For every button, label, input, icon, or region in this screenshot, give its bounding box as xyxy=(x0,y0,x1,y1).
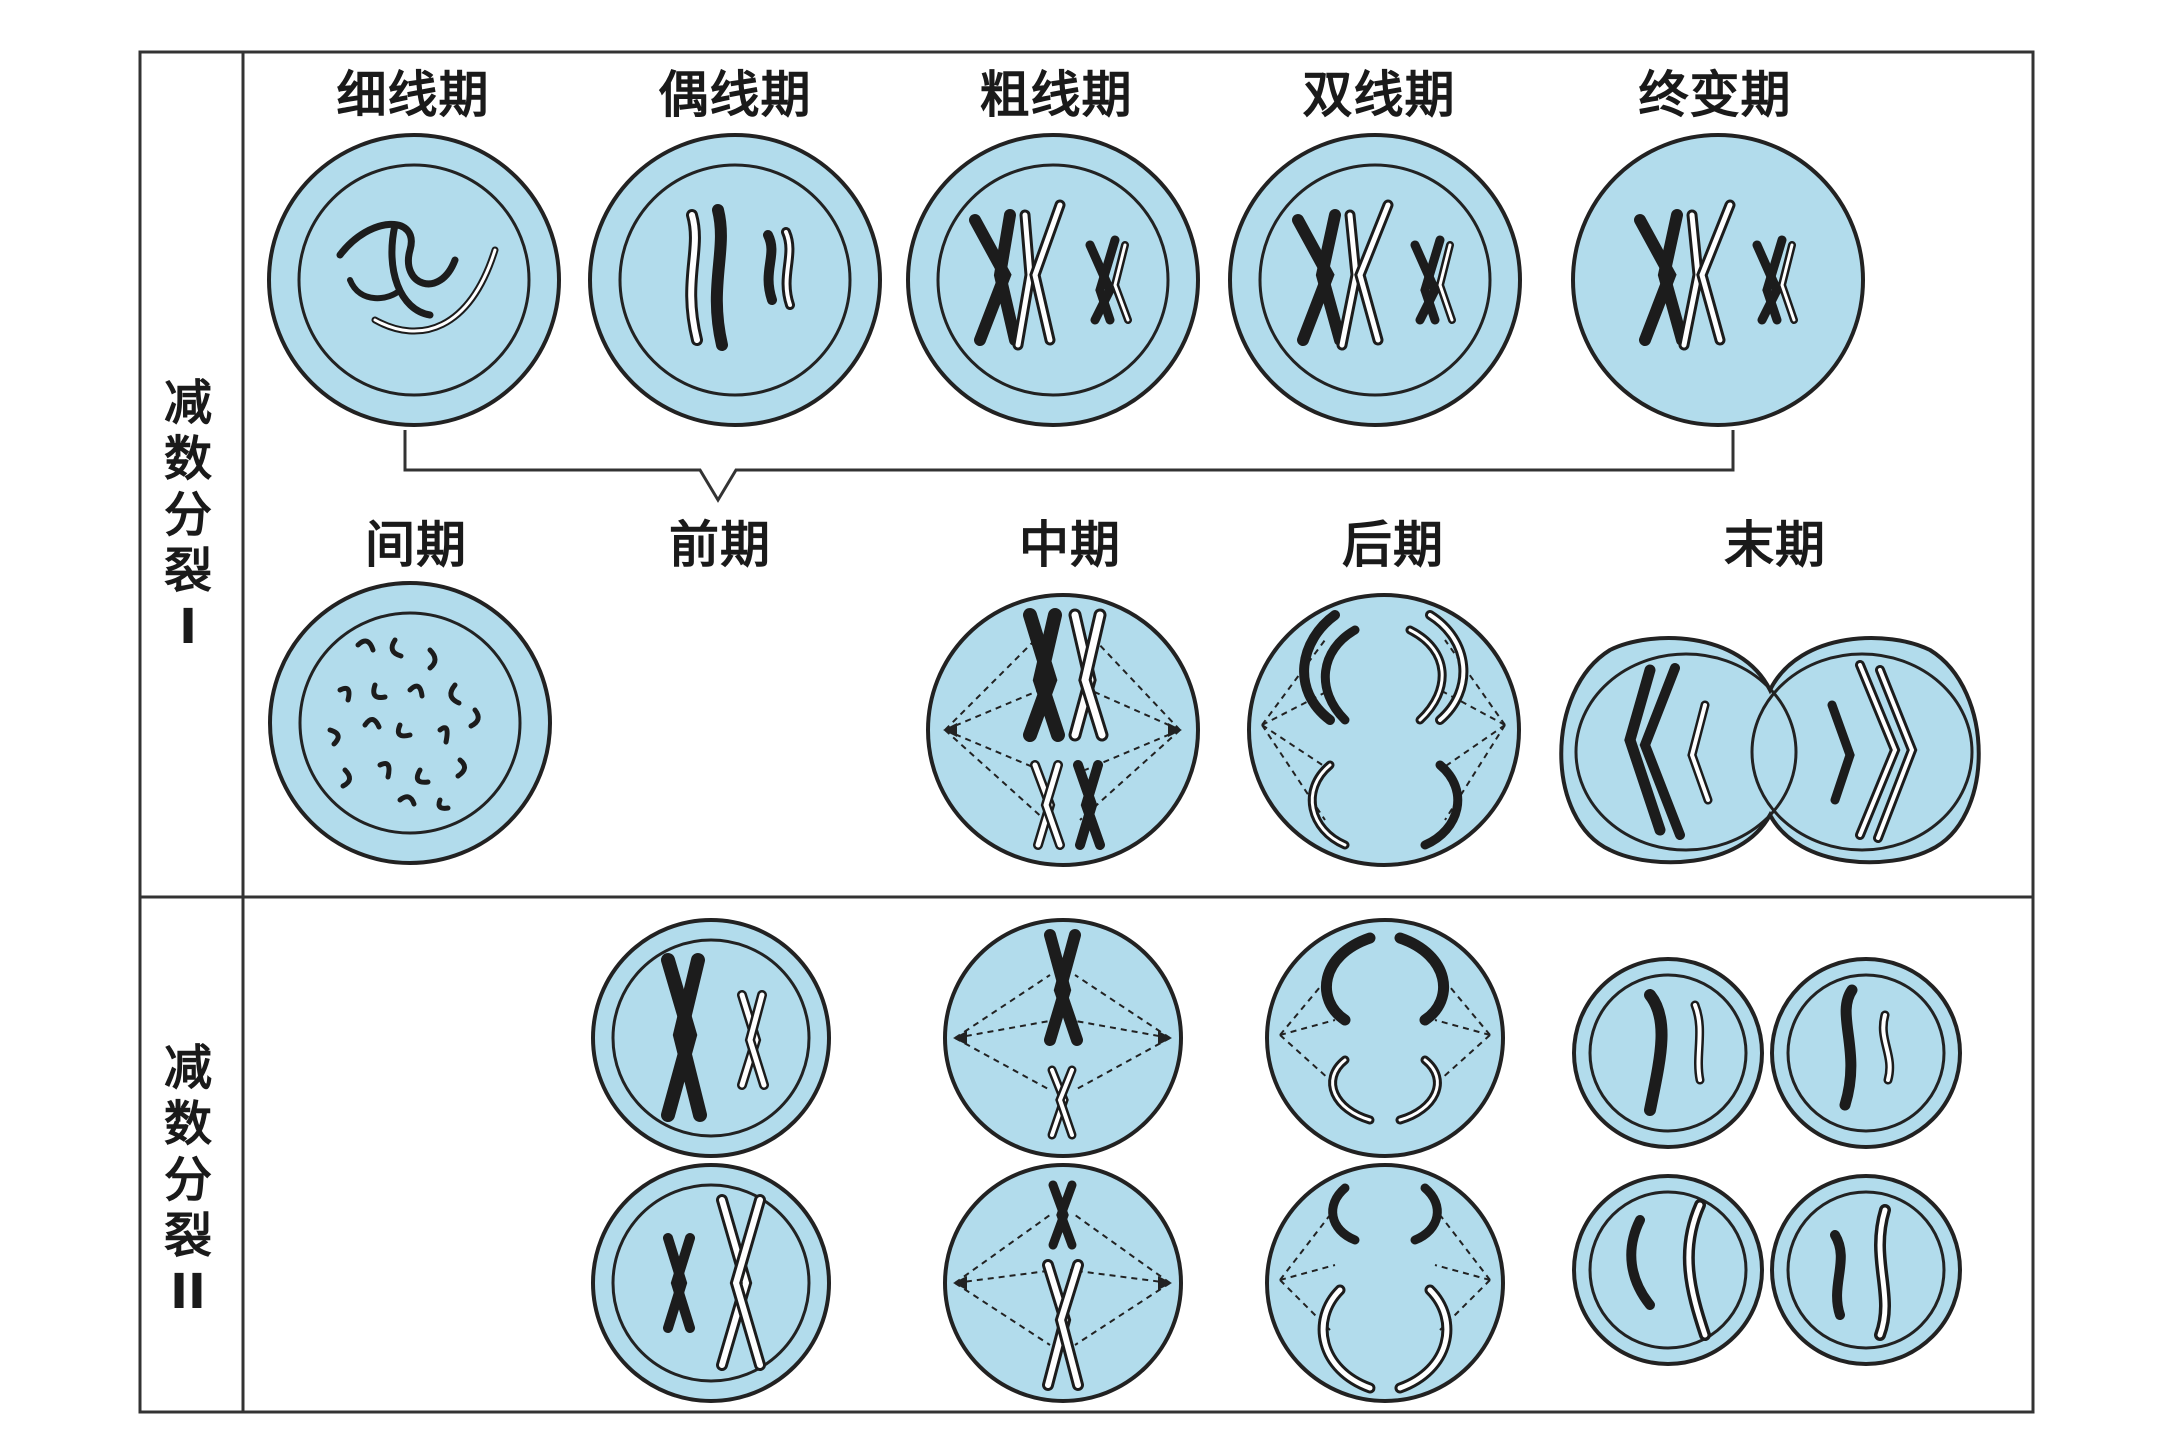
cell-metaphase-II-a xyxy=(943,918,1183,1158)
cell-telophase-II-2 xyxy=(1770,957,1962,1149)
meiosis-I-label: 减 数 分 裂 I xyxy=(163,375,212,655)
label-diplotene: 双线期 xyxy=(1302,66,1456,124)
cell-anaphase-II-a xyxy=(1265,918,1505,1158)
cell-prophase-II-b xyxy=(591,1163,831,1403)
label-zygotene: 偶线期 xyxy=(658,66,812,124)
label-anaphase: 后期 xyxy=(1342,516,1444,574)
meiosis-II-label: 减 数 分 裂 II xyxy=(163,1040,212,1320)
cell-diakinesis xyxy=(1571,133,1865,427)
label-diakinesis: 终变期 xyxy=(1638,66,1792,124)
cell-prophase-II-a xyxy=(591,918,831,1158)
cell-anaphase-II-b xyxy=(1265,1163,1505,1403)
label-leptotene: 细线期 xyxy=(336,66,490,124)
cell-telophase-I xyxy=(1559,636,1981,865)
cell-diplotene xyxy=(1228,133,1522,427)
cell-telophase-II-1 xyxy=(1572,957,1764,1149)
cell-zygotene xyxy=(588,133,882,427)
label-prophase: 前期 xyxy=(669,516,771,574)
cell-metaphase-I xyxy=(926,593,1200,867)
cell-telophase-II-3 xyxy=(1572,1174,1764,1366)
label-telophase: 末期 xyxy=(1724,516,1826,574)
label-interphase: 间期 xyxy=(365,516,467,574)
cell-pachytene xyxy=(906,133,1200,427)
prophase-bracket xyxy=(403,430,1735,503)
cell-metaphase-II-b xyxy=(943,1163,1183,1403)
cell-anaphase-I xyxy=(1247,593,1521,867)
cell-telophase-II-4 xyxy=(1770,1174,1962,1366)
label-pachytene: 粗线期 xyxy=(979,66,1133,124)
label-metaphase: 中期 xyxy=(1019,516,1121,574)
cell-leptotene xyxy=(267,133,561,427)
table-frame xyxy=(138,50,2035,1414)
cell-interphase xyxy=(268,581,552,865)
